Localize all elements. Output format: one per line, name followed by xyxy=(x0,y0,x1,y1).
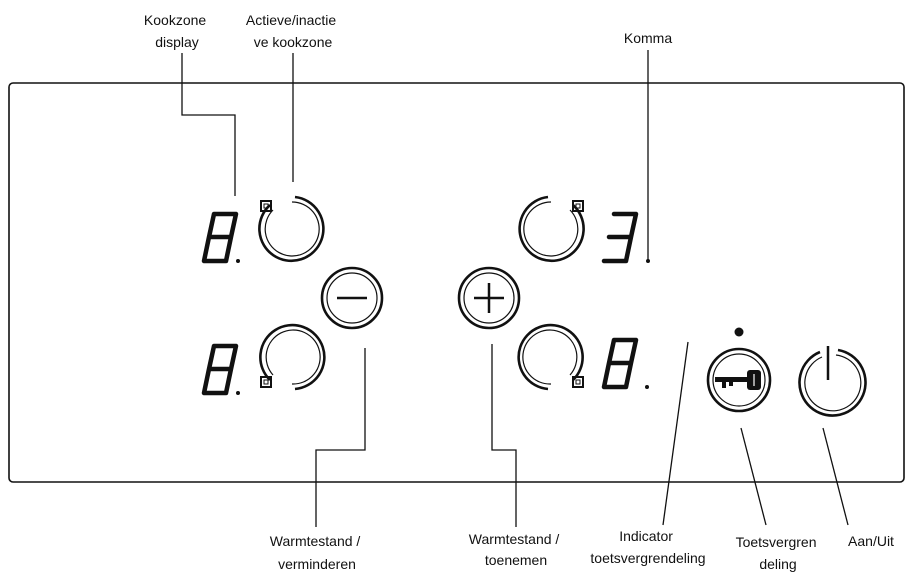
leader-toetsvergrendeling xyxy=(740,427,767,526)
leader-indicator xyxy=(662,341,689,526)
key-lock-button[interactable] xyxy=(706,347,772,413)
digit-display-rear-right xyxy=(601,211,650,264)
zone-ring-front-left[interactable] xyxy=(258,195,325,263)
key-icon xyxy=(715,370,761,390)
label-warmtestand-toenemen: Warmtestand / toenemen xyxy=(469,531,563,568)
zone-ring-rear-left[interactable] xyxy=(259,323,326,391)
digit-display-front-right xyxy=(601,337,649,390)
label-aan-uit: Aan/Uit xyxy=(848,533,894,549)
control-panel xyxy=(8,82,905,483)
leader-kookzone-display xyxy=(181,53,236,196)
minus-button[interactable] xyxy=(320,266,384,330)
plus-button[interactable] xyxy=(457,266,521,330)
label-actieve-kookzone: Actieve/inactie ve kookzone xyxy=(246,12,340,50)
power-button[interactable] xyxy=(798,346,867,417)
label-toetsvergrendeling: Toetsvergren deling xyxy=(736,534,821,572)
leader-warmtestand-toenemen xyxy=(491,344,517,527)
power-icon xyxy=(798,346,867,417)
lock-indicator-dot xyxy=(734,327,744,337)
zone-ring-rear-right[interactable] xyxy=(518,195,585,263)
plus-icon xyxy=(474,283,504,313)
leader-warmtestand-verminderen xyxy=(315,348,366,527)
label-warmtestand-verminderen: Warmtestand / verminderen xyxy=(270,533,364,572)
digit-display-rear-left xyxy=(201,343,240,396)
label-kookzone-display: Kookzone display xyxy=(144,12,210,50)
label-indicator: Indicator toetsvergrendeling xyxy=(590,528,705,566)
leader-aan-uit xyxy=(822,427,849,526)
zone-ring-front-right[interactable] xyxy=(517,323,584,391)
digit-display-front-left xyxy=(201,211,240,264)
label-komma: Komma xyxy=(624,30,672,46)
